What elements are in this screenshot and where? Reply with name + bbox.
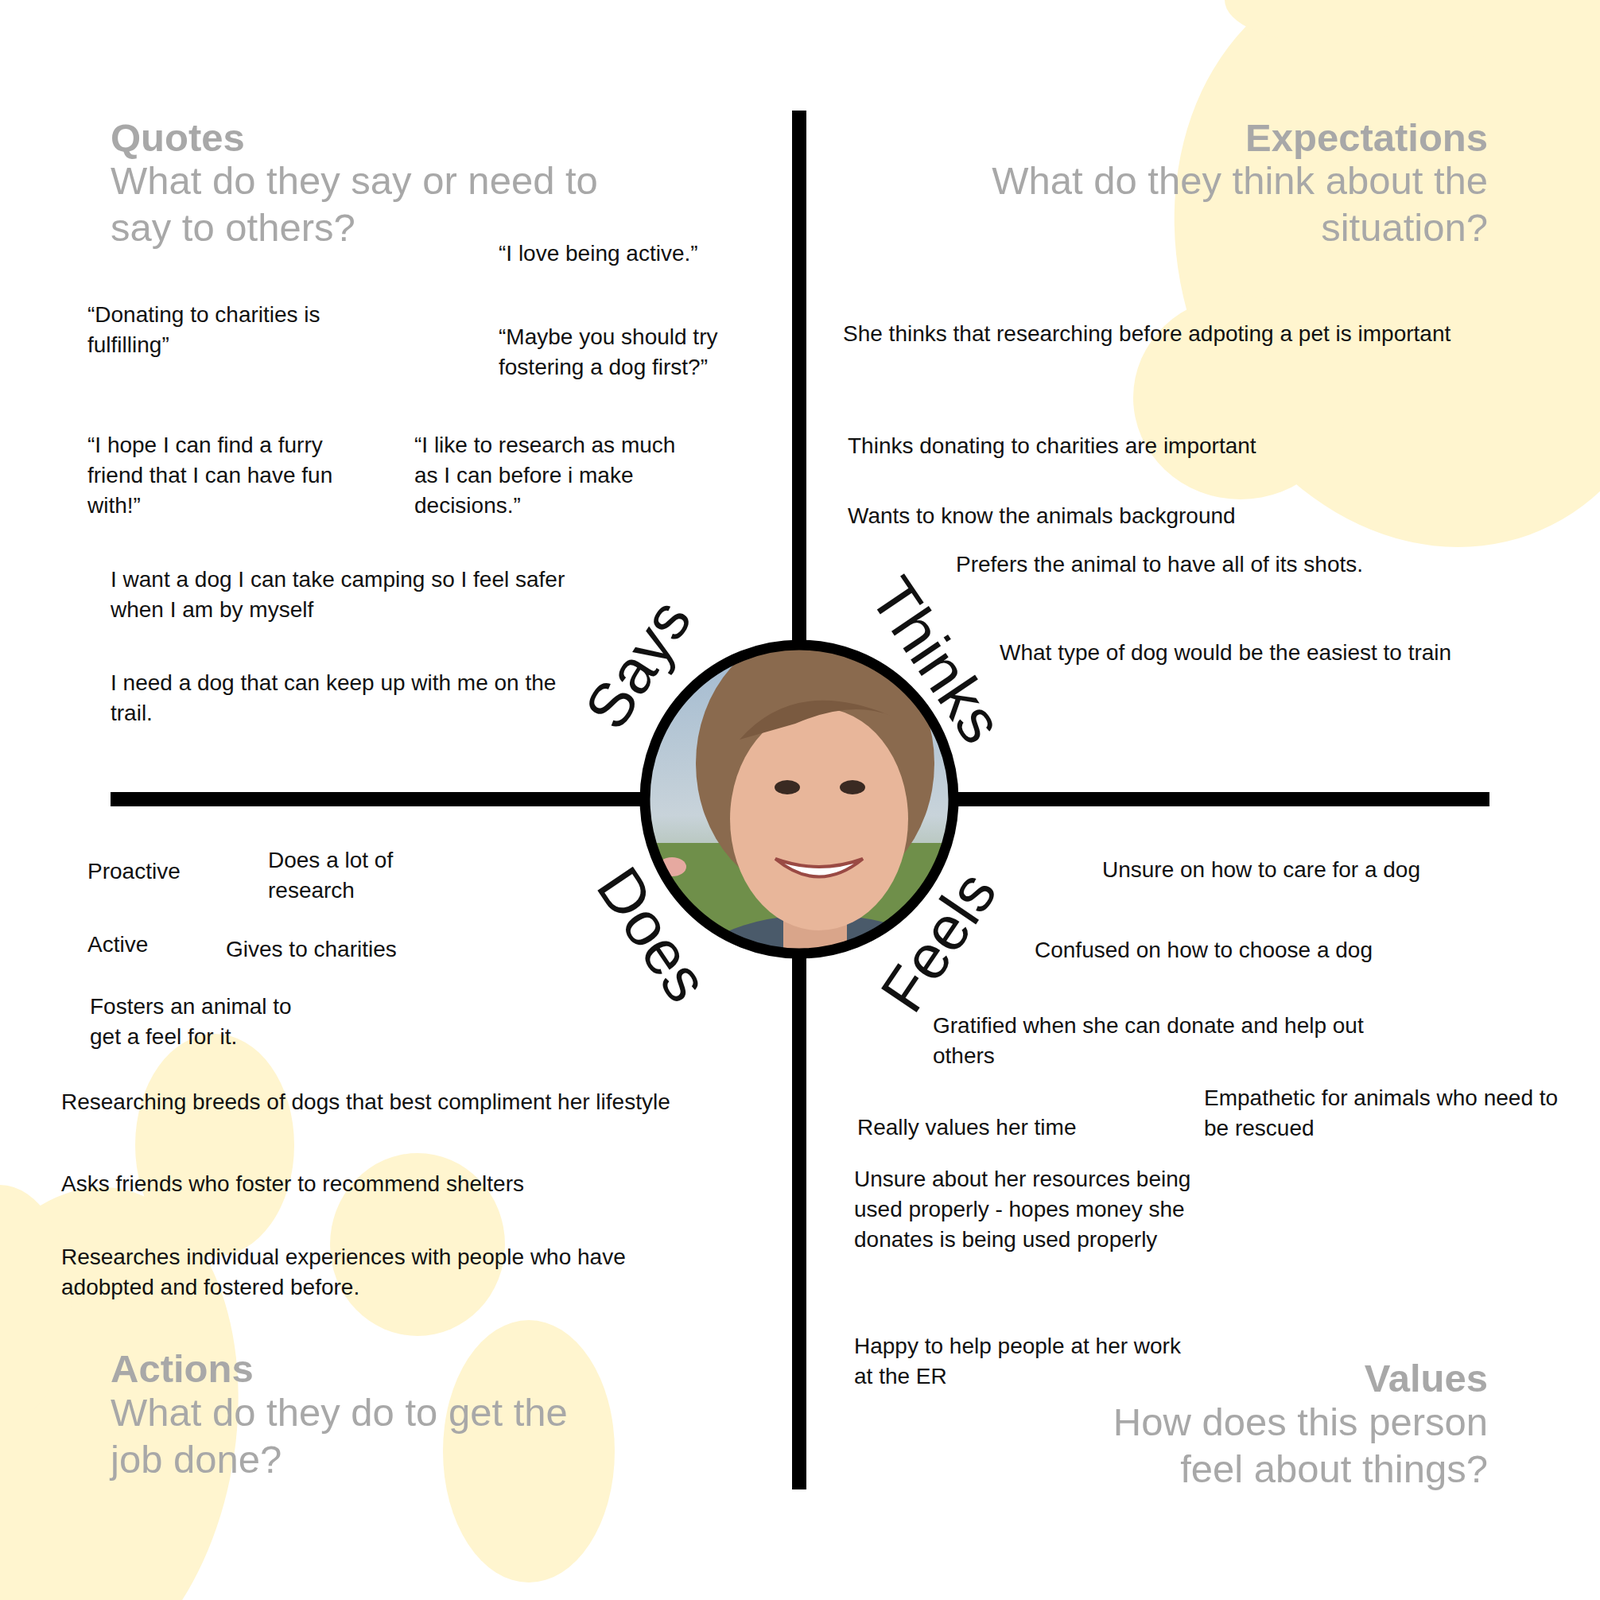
feeling-note: Unsure about her resources being used pr… xyxy=(854,1164,1204,1255)
action-note: Active xyxy=(87,929,199,960)
quote-note: I need a dog that can keep up with me on… xyxy=(110,667,564,729)
section-heading: Actions xyxy=(110,1342,556,1396)
section-question: What do they think about the situation? xyxy=(978,157,1488,252)
section-question: How does this person feel about things? xyxy=(1042,1398,1488,1493)
thought-note: Thinks donating to charities are importa… xyxy=(847,431,1421,462)
action-note: Fosters an animal to get a feel for it. xyxy=(89,991,329,1053)
action-note: Gives to charities xyxy=(225,934,489,965)
section-question: What do they do to get the job done? xyxy=(110,1389,572,1484)
quote-note: I want a dog I can take camping so I fee… xyxy=(110,564,596,626)
feeling-note: Confused on how to choose a dog xyxy=(1034,935,1512,966)
action-note: Researching breeds of dogs that best com… xyxy=(61,1087,698,1118)
thought-note: She thinks that researching before adpot… xyxy=(842,318,1464,350)
action-note: Asks friends who foster to recommend she… xyxy=(61,1168,698,1200)
quote-note: “Maybe you should try fostering a dog fi… xyxy=(498,322,777,383)
thought-note: Prefers the animal to have all of its sh… xyxy=(955,549,1513,580)
section-question: What do they say or need to say to other… xyxy=(110,157,620,252)
section-heading: Values xyxy=(1042,1351,1488,1406)
quote-note: “I hope I can find a furry friend that I… xyxy=(87,430,350,521)
section-heading: Expectations xyxy=(994,111,1488,165)
feeling-note: Gratified when she can donate and help o… xyxy=(932,1010,1410,1072)
thought-note: What type of dog would be the easiest to… xyxy=(999,637,1573,668)
action-note: Proactive xyxy=(87,856,247,887)
thought-note: Wants to know the animals background xyxy=(847,500,1421,532)
feeling-note: Empathetic for animals who need to be re… xyxy=(1203,1083,1562,1144)
quote-note: “I love being active.” xyxy=(498,238,785,269)
quote-note: “Donating to charities is fulfilling” xyxy=(87,299,358,361)
action-note: Does a lot of research xyxy=(267,845,459,906)
action-note: Researches individual experiences with p… xyxy=(61,1242,682,1303)
feeling-note: Really values her time xyxy=(857,1112,1128,1143)
section-heading: Quotes xyxy=(110,111,604,165)
feeling-note: Happy to help people at her work at the … xyxy=(854,1331,1189,1392)
photo-ring xyxy=(644,644,954,954)
quote-note: “I like to research as much as I can bef… xyxy=(414,430,693,521)
feeling-note: Unsure on how to care for a dog xyxy=(1102,854,1548,886)
